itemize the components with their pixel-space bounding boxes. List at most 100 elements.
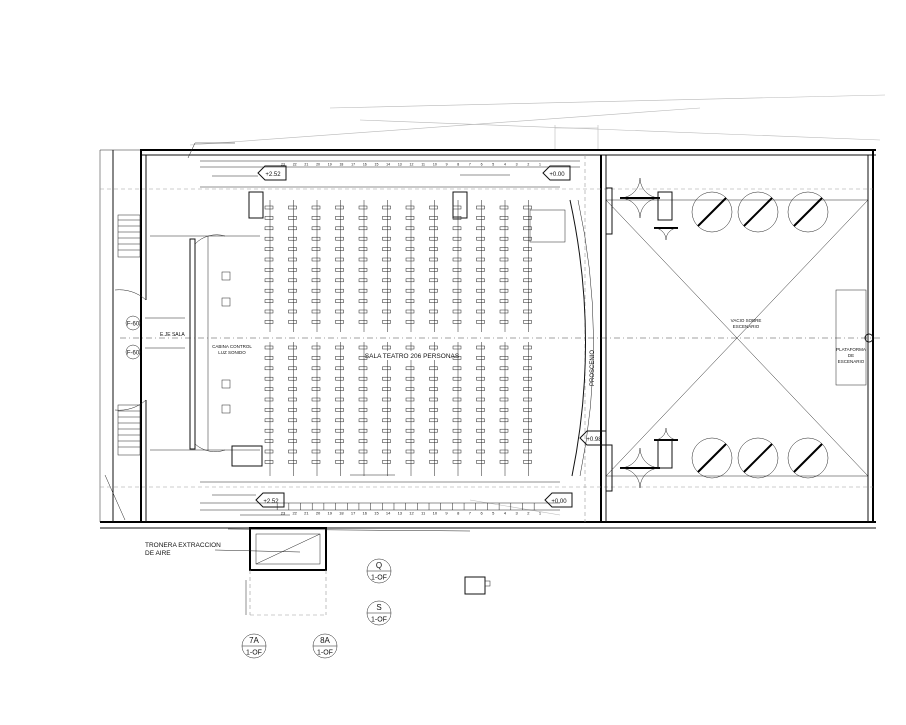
seat	[452, 408, 462, 412]
seat	[476, 449, 485, 454]
row-number-top: 7	[469, 163, 471, 167]
seat	[523, 428, 532, 433]
seat	[452, 299, 462, 303]
seat	[499, 449, 509, 454]
seat	[499, 356, 509, 360]
seat	[523, 268, 532, 272]
seat-column	[429, 200, 438, 476]
seat	[429, 309, 438, 314]
row-number-top: 1	[539, 163, 541, 167]
seat	[335, 247, 344, 251]
seat	[335, 460, 344, 464]
seat	[499, 460, 509, 464]
level-bottom-left: +2.52	[263, 499, 279, 505]
seat	[264, 439, 274, 443]
seat	[429, 320, 438, 324]
seat	[499, 309, 509, 314]
seat	[499, 387, 509, 391]
seat	[405, 449, 415, 454]
stage-door	[619, 467, 661, 489]
seat	[264, 268, 274, 272]
seat	[499, 226, 509, 231]
seat	[288, 345, 297, 350]
seat	[358, 418, 368, 423]
seat	[382, 408, 391, 412]
stage-door	[619, 177, 661, 199]
seat	[429, 408, 438, 412]
seat	[335, 366, 344, 371]
seat	[335, 449, 344, 454]
row-number-top: 10	[433, 163, 437, 167]
seat	[429, 418, 438, 423]
audience-seating	[264, 200, 532, 476]
seat	[476, 226, 485, 231]
proscenium-label: PROSCENIO	[590, 350, 596, 386]
seat	[311, 299, 321, 303]
column-box	[464, 576, 486, 595]
seat	[288, 449, 297, 454]
seat	[288, 376, 297, 381]
seat	[382, 205, 391, 210]
seat	[358, 216, 368, 220]
seat	[335, 345, 344, 350]
stair-treads-top	[118, 219, 140, 251]
seat	[335, 216, 344, 220]
seat	[264, 460, 274, 464]
seat	[429, 387, 438, 391]
seat	[499, 366, 509, 371]
seat	[335, 257, 344, 262]
seat	[476, 428, 485, 433]
seat	[335, 356, 344, 360]
seat	[452, 460, 462, 464]
seat	[358, 268, 368, 272]
seat	[452, 449, 462, 454]
seat	[476, 356, 485, 360]
seat-column	[358, 200, 368, 476]
seat	[288, 366, 297, 371]
seat	[264, 216, 274, 220]
seat	[523, 236, 532, 241]
row-number: 14	[386, 511, 391, 516]
row-number: 5	[492, 511, 495, 516]
seat	[311, 247, 321, 251]
platform-label-1: PLATAFORMA	[836, 347, 866, 352]
platform-label-2: DE	[848, 353, 854, 358]
grid-bubble-bottom: 1-OF	[371, 575, 387, 582]
grid-bubble-top: 8A	[320, 636, 330, 645]
seat	[264, 288, 274, 293]
row-number-top: 17	[351, 163, 355, 167]
seat	[264, 408, 274, 412]
void-label-2: ESCENARIO	[733, 324, 760, 329]
seat	[476, 366, 485, 371]
seat	[264, 309, 274, 314]
seat	[499, 428, 509, 433]
seat	[452, 397, 462, 402]
seat	[358, 205, 368, 210]
row-number: 17	[351, 511, 356, 516]
seat	[499, 205, 509, 210]
row-number-top: 12	[410, 163, 414, 167]
row-number-top: 23	[281, 163, 285, 167]
seat	[405, 345, 415, 350]
seat	[288, 247, 297, 251]
fire-door-markers: F-60 F-60 E.JE SALA	[125, 315, 185, 360]
seat	[476, 268, 485, 272]
seat	[382, 247, 391, 251]
row-number: 9	[445, 511, 448, 516]
seat	[382, 460, 391, 464]
seat	[311, 205, 321, 210]
seat	[476, 345, 485, 350]
seat	[358, 257, 368, 262]
control-booth-label-2: LUZ SONIDO	[218, 350, 246, 355]
seat	[405, 408, 415, 412]
seat	[311, 226, 321, 231]
row-number-strip: 2323222221212020191918181717161615151414…	[276, 163, 542, 516]
seat	[311, 288, 321, 293]
seat	[452, 278, 462, 283]
seat	[288, 418, 297, 423]
seat	[429, 366, 438, 371]
level-top-left: +2.52	[265, 172, 281, 178]
seat	[405, 428, 415, 433]
